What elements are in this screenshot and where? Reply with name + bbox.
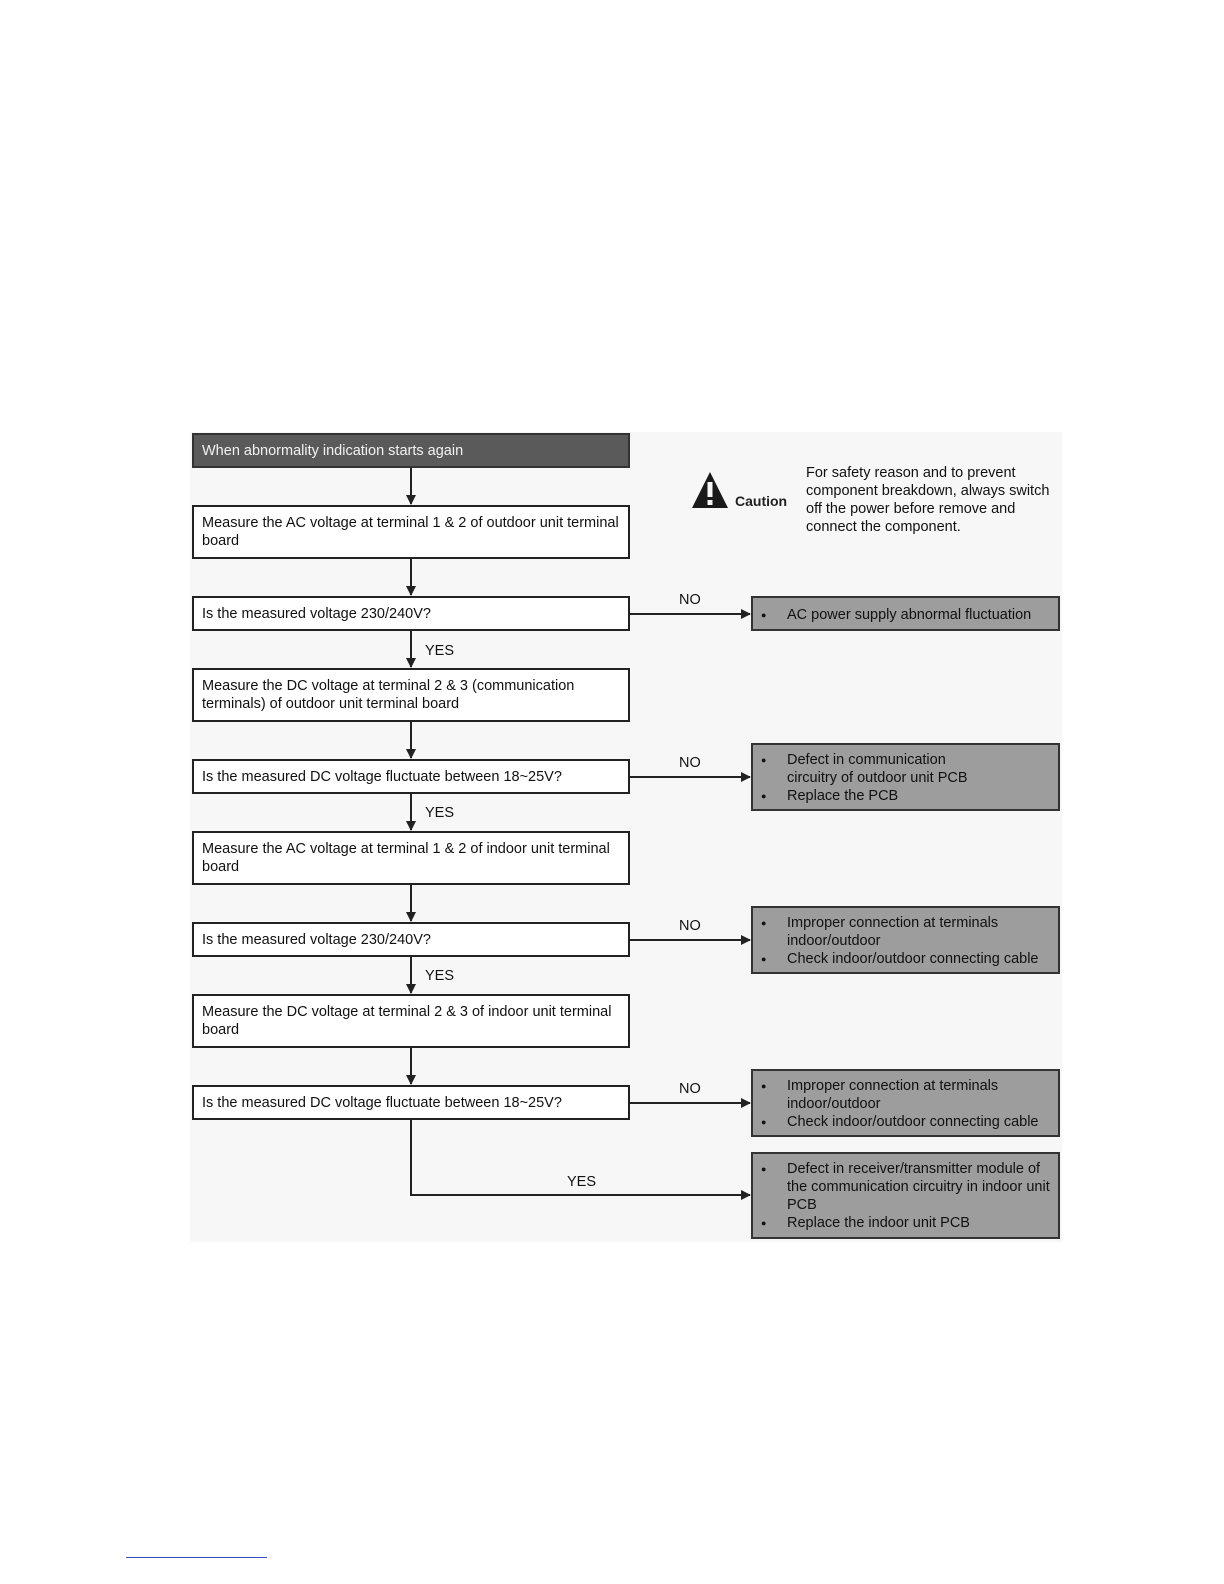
- no-label: NO: [679, 918, 701, 934]
- yes-label: YES: [425, 643, 455, 659]
- caution-text: For safety reason and to prevent compone…: [806, 465, 1050, 535]
- result-item: Defect in communication circuitry of out…: [753, 751, 1050, 787]
- result-indoor-connection: Improper connection at terminals indoor/…: [751, 906, 1060, 974]
- decision-dc-indoor: Is the measured DC voltage fluctuate bet…: [192, 1085, 630, 1120]
- yes-label: YES: [567, 1174, 597, 1190]
- result-outdoor-pcb: Defect in communication circuitry of out…: [751, 743, 1060, 811]
- step-label: Measure the DC voltage at terminal 2 & 3…: [202, 1004, 612, 1038]
- no-label: NO: [679, 755, 701, 771]
- result-item: Improper connection at terminals indoor/…: [753, 914, 1050, 950]
- arrow-q4-yes: [410, 1120, 751, 1200]
- decision-ac-outdoor: Is the measured voltage 230/240V?: [192, 596, 630, 631]
- decision-ac-indoor: Is the measured voltage 230/240V?: [192, 922, 630, 957]
- result-indoor-connection-dc: Improper connection at terminals indoor/…: [751, 1069, 1060, 1137]
- result-item: Replace the indoor unit PCB: [753, 1214, 1050, 1232]
- no-label: NO: [679, 1081, 701, 1097]
- step-label: Measure the AC voltage at terminal 1 & 2…: [202, 841, 610, 875]
- decision-label: Is the measured voltage 230/240V?: [202, 605, 431, 622]
- warning-triangle-icon: [692, 472, 728, 508]
- result-ac-supply: AC power supply abnormal fluctuation: [751, 596, 1060, 631]
- result-item: Improper connection at terminals indoor/…: [753, 1077, 1050, 1113]
- decision-label: Is the measured DC voltage fluctuate bet…: [202, 768, 562, 785]
- decision-dc-outdoor: Is the measured DC voltage fluctuate bet…: [192, 759, 630, 794]
- yes-label: YES: [425, 805, 455, 821]
- step-label: Measure the AC voltage at terminal 1 & 2…: [202, 515, 619, 549]
- step-measure-dc-indoor: Measure the DC voltage at terminal 2 & 3…: [192, 994, 630, 1048]
- step-measure-ac-indoor: Measure the AC voltage at terminal 1 & 2…: [192, 831, 630, 885]
- result-item: AC power supply abnormal fluctuation: [753, 606, 1050, 624]
- result-item: Check indoor/outdoor connecting cable: [753, 950, 1050, 968]
- result-item: Replace the PCB: [753, 787, 1050, 805]
- start-box: When abnormality indication starts again: [192, 433, 630, 468]
- decision-label: Is the measured DC voltage fluctuate bet…: [202, 1094, 562, 1111]
- result-item: Check indoor/outdoor connecting cable: [753, 1113, 1050, 1131]
- result-item: Defect in receiver/transmitter module of…: [753, 1160, 1050, 1214]
- connector-lines: [406, 468, 751, 1200]
- no-label: NO: [679, 592, 701, 608]
- step-label: Measure the DC voltage at terminal 2 & 3…: [202, 678, 575, 712]
- yes-label: YES: [425, 968, 455, 984]
- result-indoor-pcb: Defect in receiver/transmitter module of…: [751, 1152, 1060, 1239]
- start-label: When abnormality indication starts again: [202, 442, 464, 459]
- caution-word: Caution: [735, 493, 788, 509]
- decision-label: Is the measured voltage 230/240V?: [202, 931, 431, 948]
- troubleshooting-flowchart: When abnormality indication starts again…: [190, 432, 1062, 1242]
- step-measure-ac-outdoor: Measure the AC voltage at terminal 1 & 2…: [192, 505, 630, 559]
- step-measure-dc-outdoor: Measure the DC voltage at terminal 2 & 3…: [192, 668, 630, 722]
- footnote-rule: [126, 1557, 267, 1558]
